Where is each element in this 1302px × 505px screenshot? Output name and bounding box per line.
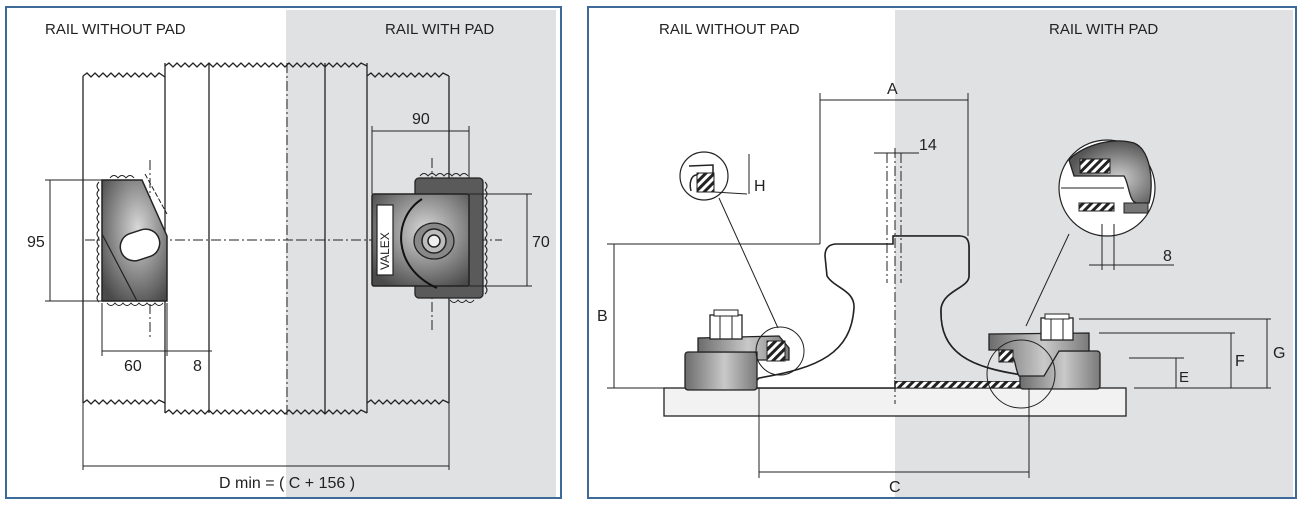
- clip-with-pad: VALEX: [371, 173, 488, 303]
- dimension-8: 8: [1163, 248, 1172, 265]
- dimension-h: H: [754, 178, 766, 195]
- detail-h: [679, 151, 779, 329]
- fastener-without-pad: [684, 309, 805, 391]
- clip-brand-label: VALEX: [378, 232, 392, 270]
- plan-view-drawing: RAIL WITHOUT PAD RAIL WITH PAD: [27, 10, 556, 497]
- label-rail-without-pad: RAIL WITHOUT PAD: [659, 21, 800, 38]
- label-rail-without-pad: RAIL WITHOUT PAD: [45, 21, 186, 38]
- label-rail-with-pad: RAIL WITH PAD: [1049, 21, 1158, 38]
- clip-without-pad: [96, 173, 168, 306]
- dimension-90: 90: [412, 111, 430, 128]
- dimension-60: 60: [124, 358, 142, 375]
- dimension-14: 14: [919, 137, 937, 154]
- dimension-e: E: [1179, 369, 1189, 386]
- dimension-lines: [45, 126, 532, 470]
- dimension-70: 70: [532, 234, 550, 251]
- dimension-b: B: [597, 308, 608, 325]
- cross-section-panel: RAIL WITHOUT PAD RAIL WITH PAD: [587, 6, 1297, 499]
- dimension-8: 8: [193, 358, 202, 375]
- d-min-formula: D min = ( C + 156 ): [219, 475, 355, 492]
- dimension-95: 95: [27, 234, 45, 251]
- cross-section-drawing: RAIL WITHOUT PAD RAIL WITH PAD: [597, 10, 1293, 497]
- dimension-lines: [607, 93, 1271, 478]
- label-rail-with-pad: RAIL WITH PAD: [385, 21, 494, 38]
- dimension-a: A: [887, 81, 898, 98]
- dimension-c: C: [889, 479, 901, 496]
- fastener-with-pad: [986, 313, 1101, 409]
- dimension-g: G: [1273, 345, 1285, 362]
- rail-pad: [894, 380, 1031, 389]
- plan-view-panel: RAIL WITHOUT PAD RAIL WITH PAD: [5, 6, 562, 499]
- dimension-f: F: [1235, 353, 1245, 370]
- detail-8: [1025, 139, 1156, 327]
